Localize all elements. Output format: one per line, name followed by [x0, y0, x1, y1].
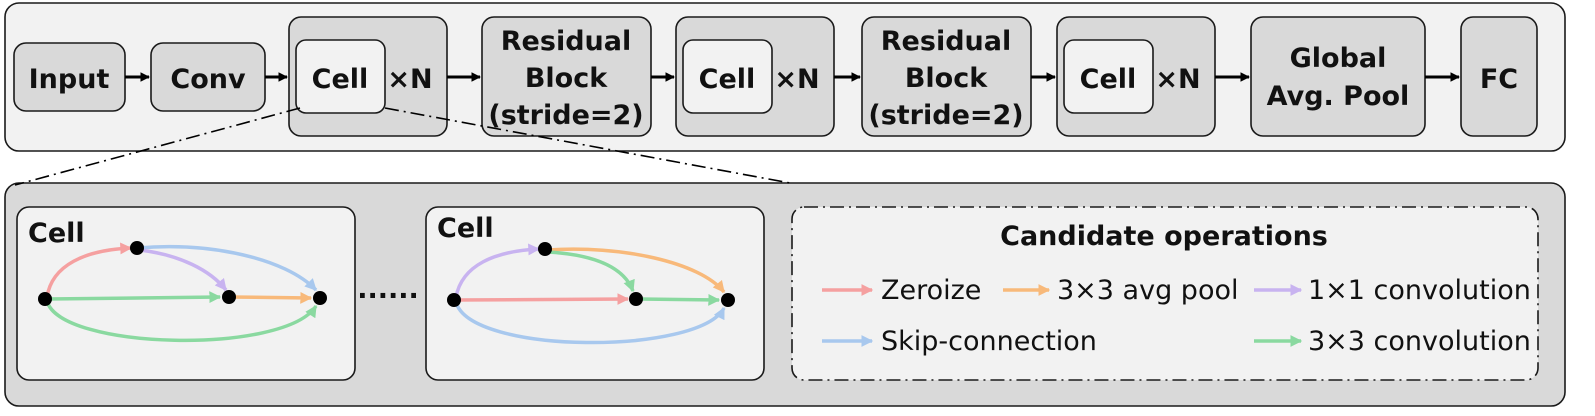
edge-conv3x3-0-2: [46, 291, 222, 304]
legend-label-zeroize: Zeroize: [881, 275, 981, 306]
cell-2-node-0: [447, 293, 461, 307]
zoom-line-right: [384, 107, 791, 184]
residual-block-1: Residual Block (stride=2): [481, 16, 652, 137]
residual-2-line1: Residual: [881, 26, 1011, 57]
edge-conv3x3-1-2: [547, 250, 635, 293]
cell-detail-2-title: Cell: [437, 213, 494, 244]
edge-skip-0-3: [454, 301, 726, 345]
cell-detail-2: Cell: [425, 206, 765, 381]
conv-block: Conv: [150, 42, 266, 112]
cell-label-1: Cell: [312, 64, 369, 95]
residual-2-line3: (stride=2): [868, 100, 1023, 131]
cell-1-node-0: [38, 292, 52, 306]
times-n-1: ×N: [387, 64, 432, 95]
cell-1-node-1: [130, 241, 144, 255]
legend-label-avgpool: 3×3 avg pool: [1057, 275, 1239, 306]
residual-1-line1: Residual: [501, 26, 631, 57]
times-n-2: ×N: [774, 64, 819, 95]
cell-2-node-2: [629, 292, 643, 306]
cell-1-node-3: [313, 291, 327, 305]
legend-label-conv3x3: 3×3 convolution: [1308, 326, 1531, 357]
cell-detail-1: Cell: [16, 206, 356, 381]
cell-label-2: Cell: [699, 64, 756, 95]
edge-zeroize-0-2: [455, 293, 630, 306]
input-block: Input: [13, 42, 126, 112]
edge-skip-1-3: [137, 245, 318, 292]
fc-label: FC: [1480, 64, 1518, 95]
input-label: Input: [29, 64, 110, 95]
ellipsis: ......: [357, 274, 419, 305]
legend-label-skip: Skip-connection: [881, 326, 1097, 357]
residual-2-line2: Block: [905, 63, 988, 94]
zoom-line-left: [14, 107, 301, 186]
legend: Candidate operations Zeroize 3×3 avg poo…: [791, 206, 1539, 381]
cell-detail-1-title: Cell: [28, 218, 85, 249]
edge-avgpool-1-3: [547, 247, 726, 294]
cell-stack-3: Cell ×N: [1056, 16, 1216, 137]
cell-2-node-3: [721, 293, 735, 307]
conv-label: Conv: [170, 64, 246, 95]
edge-conv1x1-1-2: [139, 248, 228, 292]
cell-2-node-1: [538, 242, 552, 256]
fc-block: FC: [1460, 16, 1538, 137]
residual-1-line3: (stride=2): [488, 100, 643, 131]
edge-conv3x3-2-3: [638, 293, 721, 306]
edge-avgpool-2-3: [229, 291, 313, 304]
global-avg-pool-block: Global Avg. Pool: [1250, 16, 1426, 137]
legend-label-conv1x1: 1×1 convolution: [1308, 275, 1531, 306]
cell-stack-1: Cell ×N: [288, 16, 448, 137]
cell-1-node-2: [222, 290, 236, 304]
times-n-3: ×N: [1155, 64, 1200, 95]
residual-block-2: Residual Block (stride=2): [861, 16, 1032, 137]
pool-line1: Global: [1290, 43, 1387, 74]
edge-conv1x1-0-1: [454, 243, 541, 298]
pool-line2: Avg. Pool: [1267, 81, 1410, 112]
edge-conv3x3-0-3: [45, 300, 318, 343]
cell-stack-2: Cell ×N: [675, 16, 835, 137]
edge-zeroize-0-1: [45, 242, 133, 298]
legend-title: Candidate operations: [1000, 221, 1328, 252]
residual-1-line2: Block: [525, 63, 608, 94]
cell-label-3: Cell: [1080, 64, 1137, 95]
